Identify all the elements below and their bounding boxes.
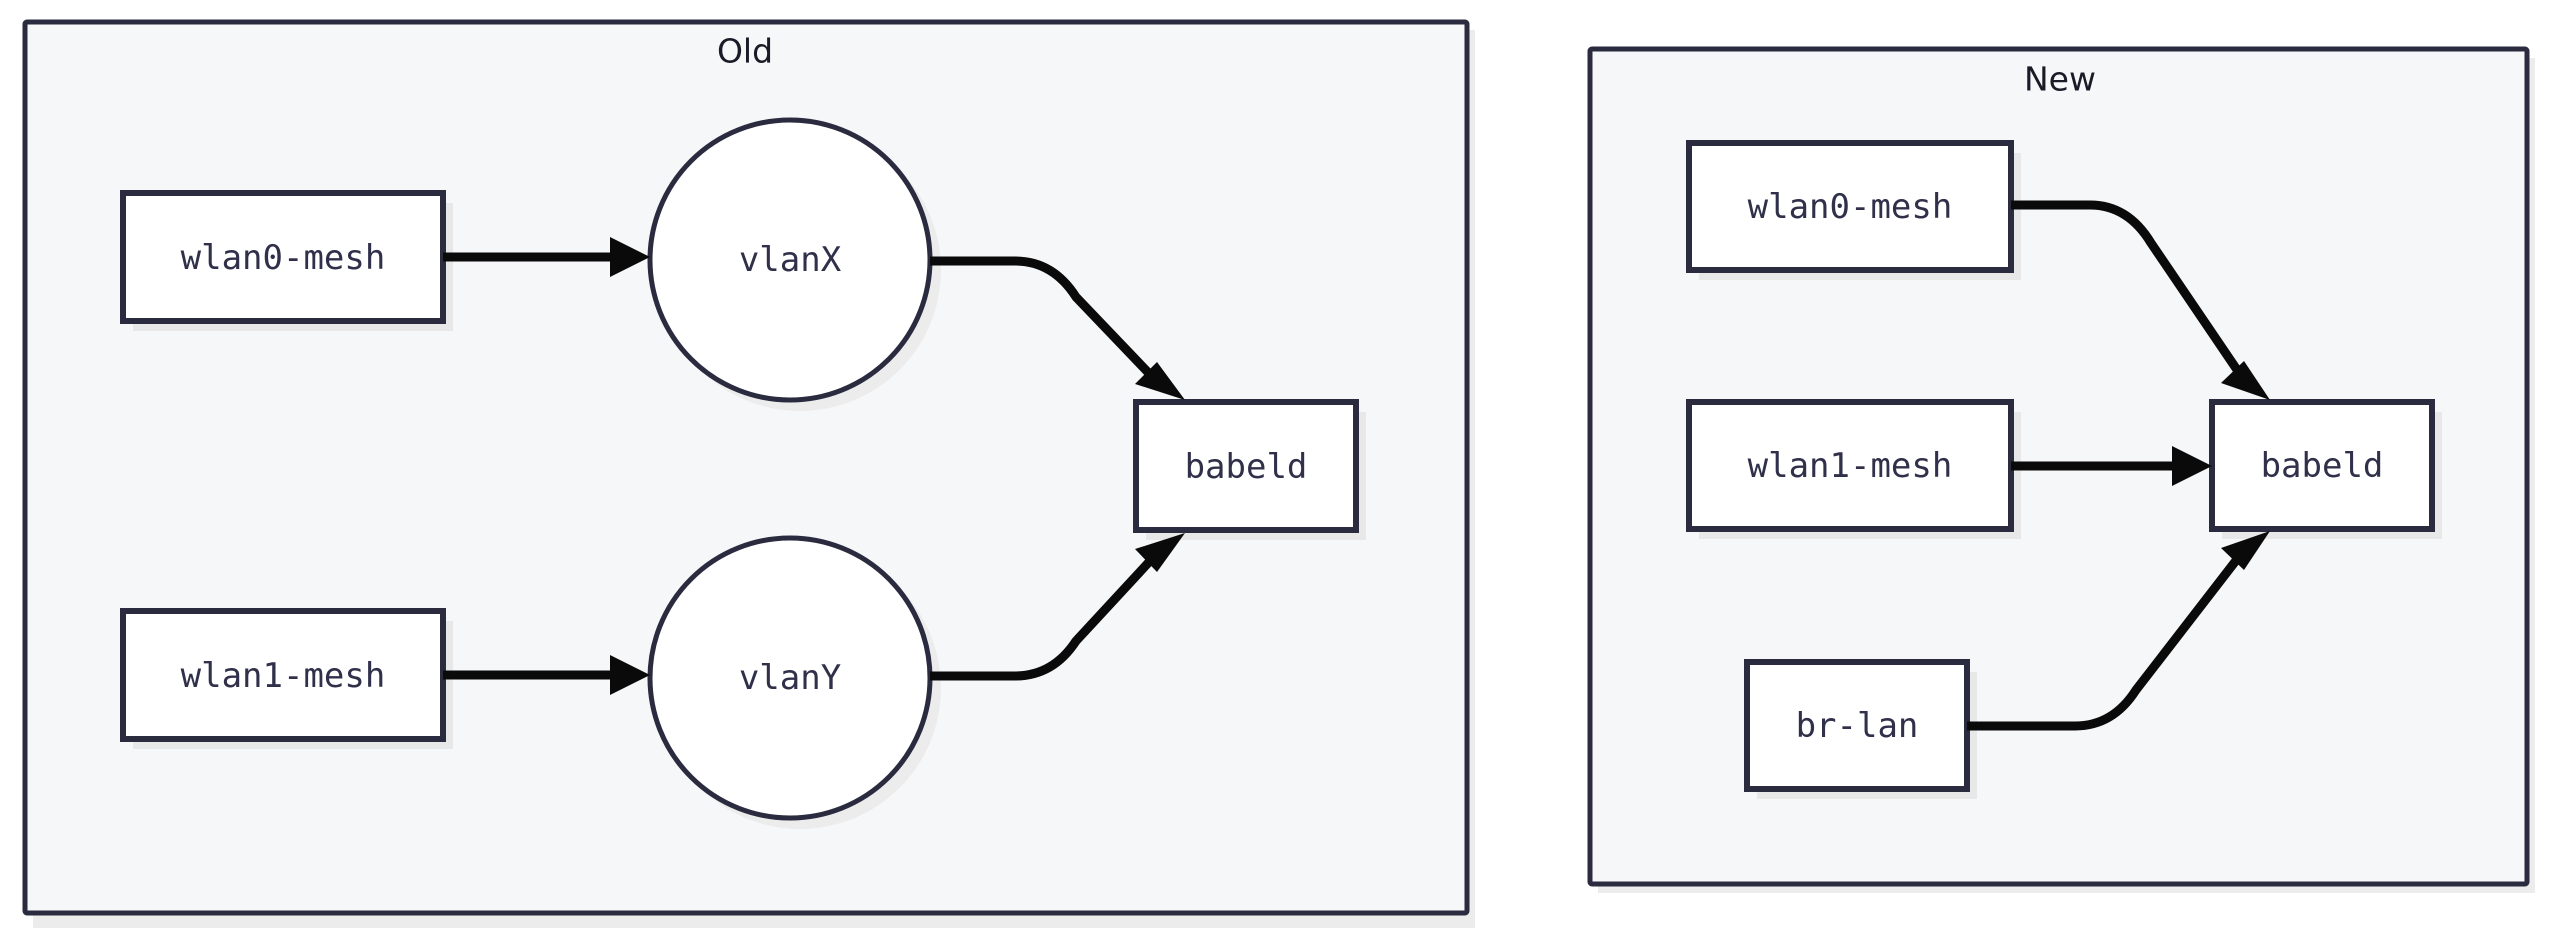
edge-old-vlanx-to-babeld (930, 256, 1185, 400)
edge-old-vlanx-to-babeld-line (930, 256, 1166, 391)
node-new-babeld[interactable]: babeld (2209, 399, 2442, 539)
cluster-new-title: New (2024, 60, 2096, 99)
edge-old-wlan0-to-vlanx-arrowhead (610, 237, 650, 277)
edge-new-brlan-to-babeld (1967, 531, 2270, 731)
edge-new-wlan1-to-babeld (2011, 446, 2212, 486)
edge-old-wlan1-to-vlany-arrowhead (610, 655, 650, 695)
node-new-babeld-box[interactable] (2209, 399, 2435, 532)
node-old-wlan0-mesh[interactable]: wlan0-mesh (120, 190, 453, 331)
edge-old-wlan0-to-vlanx (443, 237, 650, 277)
node-new-wlan0-mesh[interactable]: wlan0-mesh (1686, 140, 2021, 280)
edge-old-wlan1-to-vlany (443, 655, 650, 695)
edge-new-wlan0-to-babeld-line (2011, 200, 2252, 389)
cluster-old-title: Old (717, 32, 773, 71)
edge-new-wlan0-to-babeld-arrowhead (2221, 361, 2270, 400)
node-old-wlan1-mesh[interactable]: wlan1-mesh (120, 608, 453, 749)
node-old-babeld-box[interactable] (1133, 399, 1359, 533)
node-new-br-lan-label: br-lan (1796, 706, 1919, 746)
node-old-vlany[interactable]: vlanY (647, 535, 941, 829)
node-new-babeld-label: babeld (2261, 446, 2384, 486)
node-old-vlanx[interactable]: vlanX (647, 117, 941, 411)
edge-new-brlan-to-babeld-arrowhead (2221, 531, 2270, 570)
edge-new-wlan1-to-babeld-arrowhead (2172, 446, 2212, 486)
node-old-babeld[interactable]: babeld (1133, 399, 1366, 540)
node-new-br-lan[interactable]: br-lan (1744, 659, 1977, 799)
node-new-wlan1-mesh-label: wlan1-mesh (1748, 446, 1953, 486)
edge-old-vlany-to-babeld-line (930, 544, 1166, 681)
node-old-babeld-label: babeld (1185, 447, 1308, 487)
node-old-vlany-label: vlanY (739, 658, 841, 698)
edge-old-vlany-to-babeld-arrowhead (1135, 533, 1185, 572)
edge-old-vlanx-to-babeld-arrowhead (1135, 362, 1185, 400)
node-old-vlanx-label: vlanX (739, 240, 842, 280)
edge-new-wlan0-to-babeld (2011, 200, 2270, 400)
edge-old-vlany-to-babeld (930, 533, 1185, 681)
node-new-wlan0-mesh-label: wlan0-mesh (1748, 187, 1953, 227)
node-new-wlan0-mesh-box[interactable] (1686, 140, 2014, 273)
node-old-wlan1-mesh-label: wlan1-mesh (181, 656, 386, 696)
edge-new-brlan-to-babeld-line (1967, 542, 2252, 731)
node-new-wlan1-mesh[interactable]: wlan1-mesh (1686, 399, 2021, 539)
node-old-wlan0-mesh-label: wlan0-mesh (181, 238, 386, 278)
node-old-wlan0-mesh-box[interactable] (120, 190, 446, 324)
